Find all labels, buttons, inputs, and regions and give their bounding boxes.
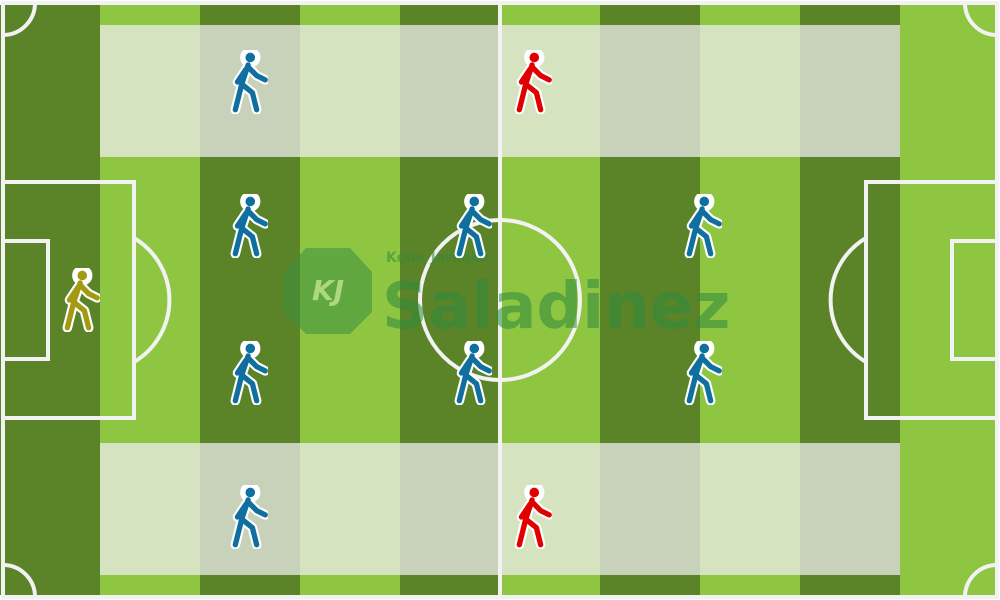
watermark: KJ Kode Jarkoko Saladinez (284, 248, 730, 344)
left-penalty-arc (132, 236, 172, 364)
watermark-large-text: Saladinez (382, 270, 730, 344)
corner-arc (963, 563, 998, 598)
right-goal-area (950, 239, 999, 361)
pitch-stripe (900, 5, 995, 595)
corner-arc (2, 563, 37, 598)
corner-arc (2, 2, 37, 37)
left-goal-area (1, 239, 50, 361)
watermark-badge (284, 248, 372, 334)
watermark-badge-text: KJ (312, 274, 344, 307)
watermark-small-text: Kode Jarkoko (386, 250, 490, 266)
corner-arc (963, 2, 998, 37)
right-penalty-arc (828, 236, 868, 364)
center-circle (418, 218, 582, 382)
